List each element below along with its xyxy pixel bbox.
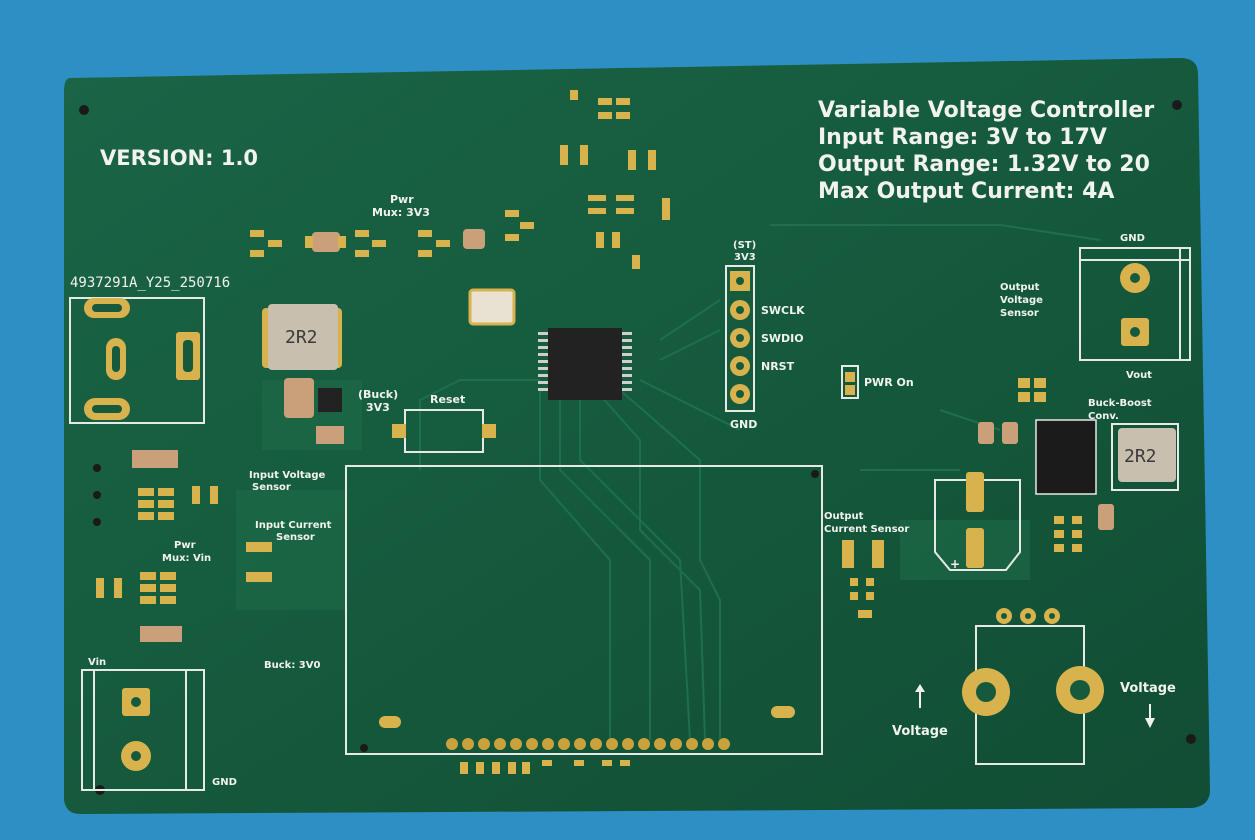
output-current-sensor-label: Output (824, 511, 864, 522)
output-voltage-sensor-label: Output (1000, 282, 1040, 293)
svg-text:GND: GND (212, 777, 237, 788)
title-line: Input Range: 3V to 17V (818, 125, 1107, 150)
svg-text:Vin: Vin (88, 657, 106, 668)
svg-text:Voltage: Voltage (892, 724, 948, 739)
shunt-pad (872, 540, 884, 568)
buck-3v0-label: Buck: 3V0 (264, 660, 320, 671)
via-hole (93, 491, 101, 499)
mounting-hole (1172, 100, 1182, 110)
buck-ic (318, 388, 342, 412)
swd-header: (ST) 3V3 SWCLK SWDIO NRST GND (725, 240, 805, 431)
svg-text:(ST): (ST) (733, 240, 756, 251)
barrel-jack (69, 297, 205, 424)
pwr-led-pad (845, 372, 855, 382)
svg-text:GND: GND (1120, 233, 1145, 244)
output-voltage-sensor-label: Sensor (1000, 308, 1039, 319)
title-line: Output Range: 1.32V to 20 (818, 152, 1150, 177)
buck-boost-ic (1035, 419, 1097, 495)
smd-row-top (250, 90, 670, 269)
output-capacitor: + (934, 472, 1021, 571)
output-voltage-sensor-label: Voltage (1000, 295, 1043, 306)
svg-text:Voltage: Voltage (1120, 681, 1176, 696)
voltage-up-arrow: Voltage (892, 684, 948, 739)
mounting-hole (79, 105, 89, 115)
title-line: Max Output Current: 4A (818, 179, 1114, 204)
reset-label: Reset (430, 393, 465, 406)
pwr-on-label: PWR On (864, 376, 914, 389)
input-current-sensor-label: Sensor (276, 532, 315, 543)
vin-terminal: Vin GND (81, 657, 237, 791)
swclk-label: SWCLK (761, 304, 805, 317)
input-current-sensor-label: Input Current (255, 520, 332, 531)
buck-3v3-label: 3V3 (366, 401, 390, 414)
title-line: Variable Voltage Controller (818, 98, 1154, 123)
smd-cluster-sensor (850, 578, 874, 618)
potentiometer (962, 608, 1104, 765)
swdio-label: SWDIO (761, 332, 804, 345)
vout-terminal: GND Vout (1079, 233, 1191, 381)
inductor-left: 2R2 (262, 304, 342, 370)
bottom-smd-row (460, 760, 630, 774)
smd-cluster-right (978, 378, 1114, 552)
part-code: 4937291A_Y25_250716 (70, 275, 230, 291)
pwr-mux-vin-label: Mux: Vin (162, 553, 211, 564)
pwr-mux-vin-label: Pwr (174, 540, 196, 551)
buck-boost-label: Conv. (1088, 411, 1119, 422)
pwr-led-outline (841, 365, 859, 399)
svg-text:+: + (950, 557, 960, 571)
mcu-chip (538, 328, 632, 400)
input-voltage-sensor-label: Input Voltage (249, 470, 326, 481)
mounting-hole (1186, 734, 1196, 744)
traces (419, 224, 1101, 741)
shunt-pad (246, 572, 272, 582)
nrst-label: NRST (761, 360, 795, 373)
reset-pad (482, 424, 496, 438)
buck-boost-label: Buck-Boost (1088, 398, 1152, 409)
pwr-mux-3v3-label: Mux: 3V3 (372, 206, 430, 219)
inductor-right: 2R2 (1111, 423, 1179, 491)
display-pin-header (446, 738, 730, 750)
gnd-swd-label: GND (730, 418, 757, 431)
capacitor (284, 378, 314, 418)
crystal-oscillator (468, 288, 516, 326)
input-voltage-sensor-label: Sensor (252, 482, 291, 493)
voltage-down-arrow: Voltage (1120, 681, 1176, 728)
buck-3v3-label: (Buck) (358, 388, 398, 401)
output-current-sensor-label: Current Sensor (824, 524, 909, 535)
capacitor (316, 426, 344, 444)
shunt-pad (246, 542, 272, 552)
pwr-mux-3v3-label: Pwr (390, 193, 414, 206)
via-hole (93, 518, 101, 526)
version-label: VERSION: 1.0 (100, 146, 258, 170)
svg-text:3V3: 3V3 (734, 252, 756, 263)
svg-text:2R2: 2R2 (1124, 446, 1157, 467)
reset-pad (392, 424, 406, 438)
title-block: Variable Voltage Controller Input Range:… (818, 98, 1154, 204)
via-hole (93, 464, 101, 472)
smd-cluster-left (96, 450, 218, 642)
svg-text:2R2: 2R2 (285, 327, 318, 348)
pwr-led-pad (845, 385, 855, 395)
shunt-pad (842, 540, 854, 568)
svg-text:Vout: Vout (1126, 370, 1152, 381)
display-footprint (345, 465, 823, 755)
